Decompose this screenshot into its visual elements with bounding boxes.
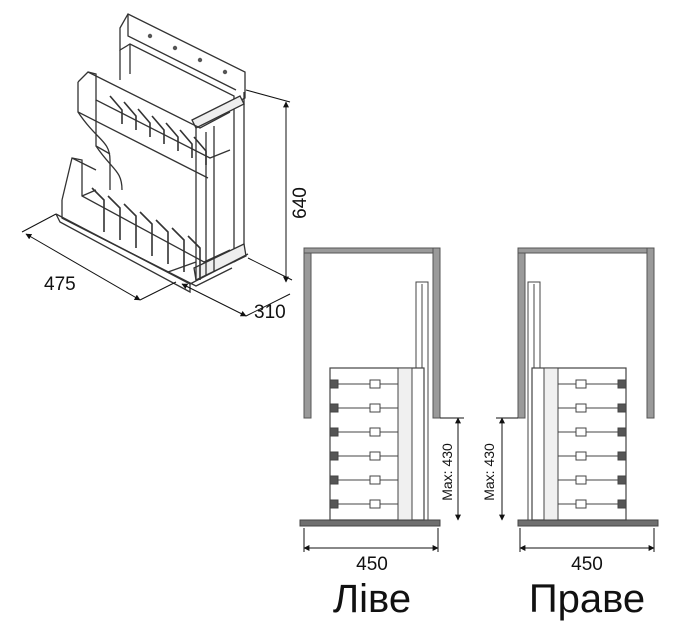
left-width-dimension: 450: [356, 554, 388, 575]
iso-height-dimension: 640: [290, 187, 311, 219]
right-width-dimension: 450: [571, 554, 603, 575]
right-max-depth-label: Max: 430: [481, 443, 497, 501]
iso-dimension-lines: [21, 89, 293, 317]
iso-depth-dimension: 310: [254, 302, 286, 323]
left-variant-caption: Ліве: [333, 577, 411, 621]
left-cabinet-view: [299, 247, 464, 552]
iso-width-dimension: 475: [44, 274, 76, 295]
right-variant-caption: Праве: [529, 577, 645, 621]
left-max-depth-label: Max: 430: [439, 443, 455, 501]
right-cabinet-view: [496, 247, 659, 552]
isometric-rack-drawing: [55, 13, 249, 294]
